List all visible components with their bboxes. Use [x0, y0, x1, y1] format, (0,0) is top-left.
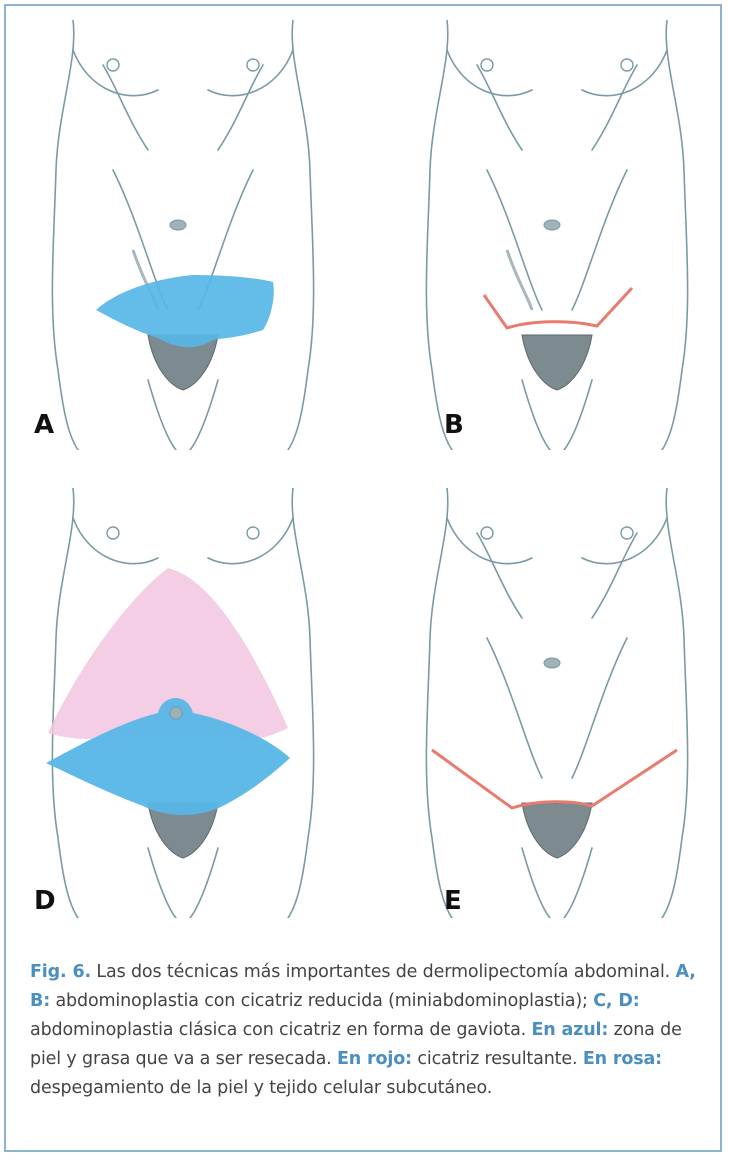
panel-label-b: B: [444, 412, 464, 438]
pubic-area-e: [522, 803, 592, 858]
caption-intro: Las dos técnicas más importantes de derm…: [91, 962, 676, 982]
panel-e-illustration: E: [392, 488, 722, 918]
caption-blue-label: En azul:: [531, 1020, 608, 1040]
scar-line-e: [432, 750, 677, 808]
panel-label-d: D: [34, 888, 56, 914]
caption-cd-text: abdominoplastia clásica con cicatriz en …: [30, 1020, 531, 1040]
torso-drawing-b: [392, 20, 722, 450]
resected-zone-a: [96, 275, 274, 347]
figure-caption: Fig. 6. Las dos técnicas más importantes…: [30, 958, 702, 1103]
torso-drawing-a: [18, 20, 348, 450]
scar-line-b: [484, 288, 632, 328]
panel-d-illustration: D: [18, 488, 348, 918]
caption-red-text: cicatriz resultante.: [412, 1049, 583, 1069]
panel-label-a: A: [34, 412, 54, 438]
torso-drawing-d: [18, 488, 348, 918]
torso-drawing-e: [392, 488, 722, 918]
panel-b-illustration: B: [392, 20, 722, 450]
pubic-area-b: [522, 335, 592, 390]
panel-a-illustration: A: [18, 20, 348, 450]
panel-label-e: E: [444, 888, 462, 914]
caption-pink-label: En rosa:: [583, 1049, 662, 1069]
caption-red-label: En rojo:: [337, 1049, 412, 1069]
caption-ab-text: abdominoplastia con cicatriz reducida (m…: [50, 991, 593, 1011]
umbilicus-d: [170, 707, 182, 719]
caption-cd-label: C, D:: [593, 991, 639, 1011]
caption-pink-text: despegamiento de la piel y tejido celula…: [30, 1078, 492, 1098]
caption-fig-label: Fig. 6.: [30, 962, 91, 982]
